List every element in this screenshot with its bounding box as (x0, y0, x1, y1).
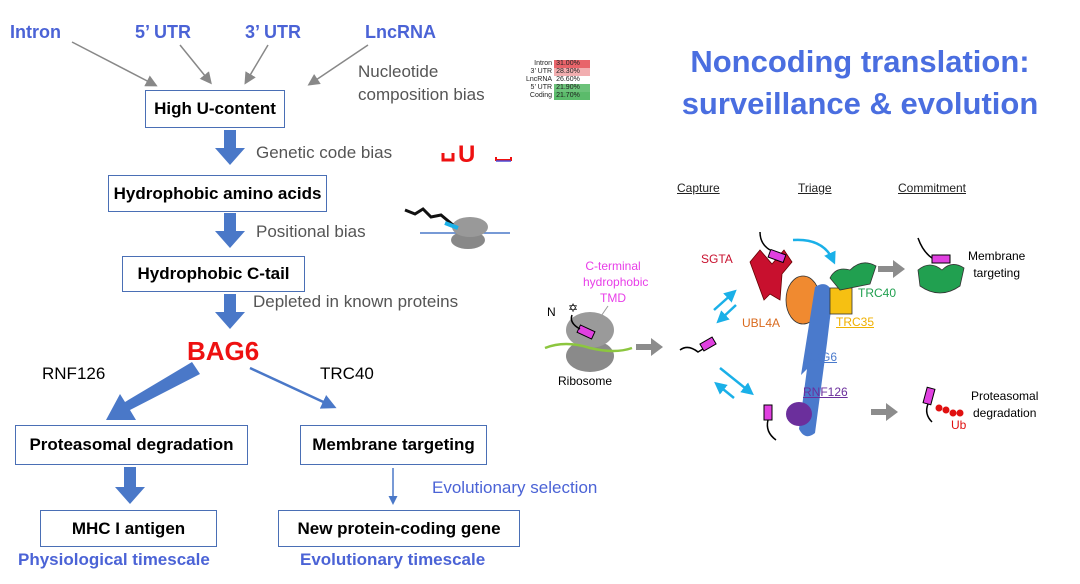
source-5utr: 5’ UTR (135, 22, 192, 42)
sgta-label: SGTA (701, 252, 733, 266)
trc40-label: TRC40 (320, 364, 374, 383)
rnf126-label: RNF126 (42, 364, 106, 383)
ubl4a-label: UBL4A (742, 316, 781, 330)
box-mhc-antigen: MHC I antigen (40, 510, 217, 547)
ribosome-peptide-icon (404, 207, 510, 249)
flow-down-arrows (115, 130, 245, 504)
membrane-targeting-label: Membrane targeting (968, 249, 1026, 280)
ribosome-label: Ribosome (558, 374, 613, 388)
positional-bias: Positional bias (256, 222, 366, 241)
box-new-protein-coding-gene: New protein-coding gene (278, 510, 520, 547)
n-terminus-label: N (547, 305, 556, 319)
proteasomal-degradation-label: Proteasomal degradation (971, 389, 1039, 420)
physiological-timescale: Physiological timescale (18, 550, 210, 569)
trc35-label: TRC35 (836, 315, 875, 329)
rnf126-right-label: RNF126 (803, 385, 848, 399)
source-lncrna: LncRNA (365, 22, 436, 42)
svg-text:U: U (458, 141, 475, 168)
box-high-u-content: High U-content (145, 90, 285, 128)
bag6-right-label: BAG6 (805, 350, 838, 364)
box-membrane-targeting: Membrane targeting (300, 425, 487, 465)
box-hydrophobic-c-tail: Hydrophobic C-tail (122, 256, 305, 292)
depleted-in-known-proteins: Depleted in known proteins (253, 292, 459, 311)
nucleotide-bias-line1: Nucleotide (358, 62, 439, 81)
header-commitment: Commitment (898, 181, 967, 195)
bag6-label: BAG6 (187, 336, 260, 366)
trc40-right-label: TRC40 (858, 286, 897, 300)
title-line2: surveillance & evolution (681, 86, 1039, 121)
codon-logo-icon: U (441, 141, 512, 168)
nucleotide-bias-line2: composition bias (358, 85, 485, 104)
header-capture: Capture (677, 181, 720, 195)
source-intron: Intron (10, 22, 61, 42)
box-hydrophobic-amino-acids: Hydrophobic amino acids (108, 175, 327, 212)
header-triage: Triage (798, 181, 832, 195)
rnf126-arrow (106, 362, 200, 420)
source-arrows (71, 41, 369, 87)
tmd-label: C-terminal hydrophobic TMD (583, 259, 649, 305)
ub-label: Ub (951, 418, 967, 432)
svg-text:✡: ✡ (568, 301, 578, 315)
right-mechanism: ✡ (544, 231, 965, 441)
genetic-code-bias: Genetic code bias (256, 143, 393, 162)
trc40-arrow (249, 366, 337, 409)
box-proteasomal-degradation: Proteasomal degradation (15, 425, 248, 465)
title-line1: Noncoding translation: (690, 44, 1030, 79)
source-3utr: 3’ UTR (245, 22, 302, 42)
evolutionary-selection: Evolutionary selection (432, 478, 598, 497)
evolutionary-timescale: Evolutionary timescale (300, 550, 486, 569)
